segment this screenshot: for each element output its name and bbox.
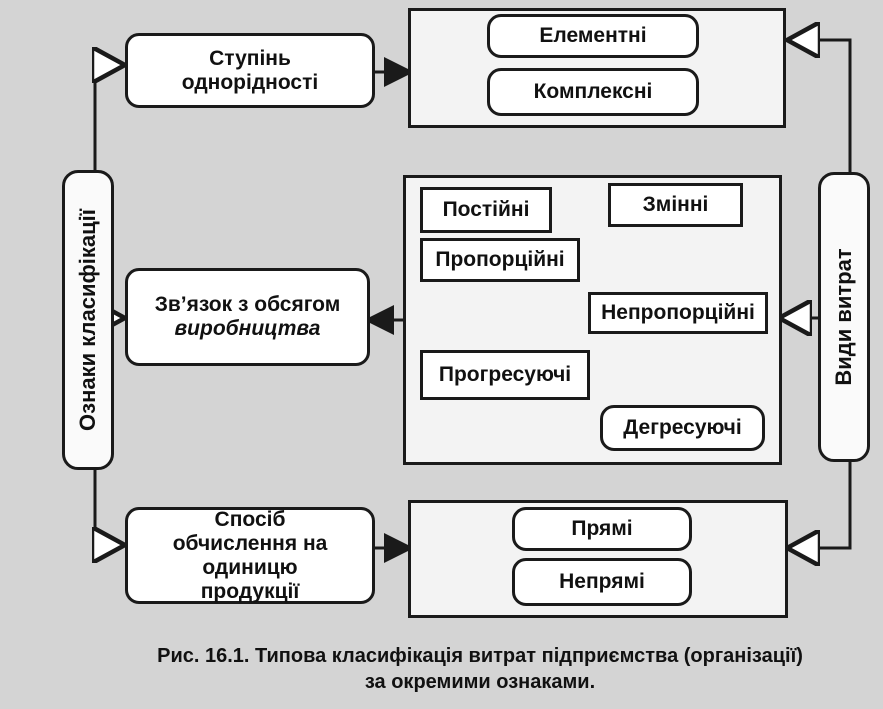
cost-types-label: Види витрат xyxy=(818,172,870,462)
cost-type-complex-text: Комплексні xyxy=(533,80,653,103)
cost-type-indirect: Непрямі xyxy=(512,558,692,606)
caption-line-2: за окремими ознаками. xyxy=(364,671,596,693)
caption-line-1: Рис. 16.1. Типова класифікація витрат пі… xyxy=(157,645,803,667)
production-group-box: Зв’язок з обсягом виробництва xyxy=(125,268,370,366)
cost-type-elementary: Елементні xyxy=(487,14,699,58)
cost-type-fixed-text: Постійні xyxy=(442,198,530,221)
cost-types-text: Види витрат xyxy=(831,248,856,386)
cost-type-proportional: Пропорційні xyxy=(420,238,580,282)
cost-type-progressive-text: Прогресуючі xyxy=(438,363,572,386)
cost-type-nonproportional-text: Непропорційні xyxy=(601,301,755,324)
production-label-line2: виробництва xyxy=(174,317,321,340)
cost-type-complex: Комплексні xyxy=(487,68,699,116)
homogeneity-label: Ступінь однорідності xyxy=(181,46,319,94)
cost-type-direct-text: Прямі xyxy=(571,517,633,540)
classification-features-label: Ознаки класифікації xyxy=(62,170,114,470)
cost-type-proportional-text: Пропорційні xyxy=(435,248,565,271)
cost-type-direct: Прямі xyxy=(512,507,692,551)
production-label-line1: Зв’язок з обсягом xyxy=(154,293,341,316)
cost-type-variable-text: Змінні xyxy=(642,193,709,216)
cost-type-progressive: Прогресуючі xyxy=(420,350,590,400)
calculation-label: Спосіб обчислення на одиницю продукції xyxy=(172,507,328,603)
cost-type-degressive: Дегресуючі xyxy=(600,405,765,451)
calculation-group-box: Спосіб обчислення на одиницю продукції xyxy=(125,507,375,604)
cost-type-degressive-text: Дегресуючі xyxy=(623,416,742,439)
figure-caption: Рис. 16.1. Типова класифікація витрат пі… xyxy=(100,643,860,695)
cost-type-elementary-text: Елементні xyxy=(539,24,647,47)
cost-type-variable: Змінні xyxy=(608,183,743,227)
homogeneity-group-box: Ступінь однорідності xyxy=(125,33,375,108)
cost-type-indirect-text: Непрямі xyxy=(559,570,645,593)
classification-features-text: Ознаки класифікації xyxy=(75,209,100,431)
cost-type-fixed: Постійні xyxy=(420,187,552,233)
cost-type-nonproportional: Непропорційні xyxy=(588,292,768,334)
